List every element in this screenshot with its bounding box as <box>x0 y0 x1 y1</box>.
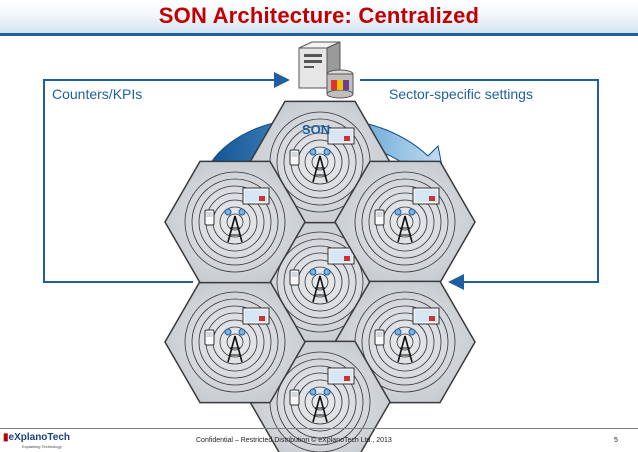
cell-tower-icon <box>394 328 416 363</box>
laptop-icon <box>412 187 440 205</box>
signal-ring <box>311 273 329 291</box>
signal-ring <box>276 358 364 446</box>
signal-ring <box>368 185 442 259</box>
counters-kpis-loop <box>43 72 290 283</box>
signal-ring <box>219 326 251 358</box>
signal-ring <box>304 386 336 418</box>
laptop-icon <box>327 127 355 145</box>
cell-tower-icon <box>224 328 246 363</box>
mobile-phone-icon <box>289 269 300 286</box>
signal-ring <box>191 178 279 266</box>
signal-ring <box>226 213 244 231</box>
signal-ring <box>184 171 286 273</box>
signal-ring <box>311 393 329 411</box>
mobile-phone-icon <box>204 209 215 226</box>
mobile-phone-icon <box>289 389 300 406</box>
cell-5 <box>164 280 306 404</box>
logo-tagline: Explaining Technology <box>22 444 62 449</box>
slide-title: SON Architecture: Centralized <box>158 3 480 28</box>
settings-loop <box>360 79 599 290</box>
signal-ring <box>361 298 449 386</box>
signal-ring <box>276 118 364 206</box>
signal-ring <box>191 298 279 386</box>
signal-ring <box>389 326 421 358</box>
sector-settings-label: Sector-specific settings <box>389 86 533 102</box>
title-bar <box>0 0 638 36</box>
signal-ring <box>361 178 449 266</box>
signal-ring <box>354 171 456 273</box>
signal-ring <box>198 305 272 379</box>
cell-tower-icon <box>309 388 331 423</box>
server-icon <box>298 41 354 99</box>
signal-ring <box>311 153 329 171</box>
cell-6 <box>164 160 306 284</box>
title-rule <box>0 33 638 36</box>
signal-ring <box>283 245 357 319</box>
cell-2 <box>334 160 476 284</box>
signal-ring <box>368 305 442 379</box>
mobile-phone-icon <box>374 329 385 346</box>
signal-ring <box>304 266 336 298</box>
logo-icon: ▮ <box>3 432 9 443</box>
signal-ring <box>283 125 357 199</box>
signal-ring <box>304 146 336 178</box>
cell-tower-icon <box>309 268 331 303</box>
laptop-icon <box>327 367 355 385</box>
mobile-phone-icon <box>204 329 215 346</box>
signal-ring <box>184 291 286 393</box>
signal-ring <box>396 213 414 231</box>
signal-ring <box>226 333 244 351</box>
cell-tower-icon <box>394 208 416 243</box>
signal-ring <box>283 365 357 439</box>
signal-ring <box>396 333 414 351</box>
mobile-phone-icon <box>289 149 300 166</box>
cell-tower-icon <box>224 208 246 243</box>
signal-ring <box>198 185 272 259</box>
cell-tower-icon <box>309 148 331 183</box>
laptop-icon <box>327 247 355 265</box>
footer-rule <box>0 428 638 429</box>
hexagon-cell <box>164 160 306 284</box>
laptop-icon <box>412 307 440 325</box>
signal-ring <box>219 206 251 238</box>
signal-ring <box>389 206 421 238</box>
page-number: 5 <box>614 437 618 444</box>
logo-text: eXplanoTech <box>8 432 71 443</box>
explanotech-logo: ▮eXplanoTech <box>3 432 70 443</box>
confidential-notice: Confidential – Restricted Distribution ©… <box>196 437 392 444</box>
son-label: SON <box>302 122 331 137</box>
counters-kpis-label: Counters/KPIs <box>52 86 143 102</box>
laptop-icon <box>242 187 270 205</box>
signal-ring <box>276 238 364 326</box>
mobile-phone-icon <box>374 209 385 226</box>
laptop-icon <box>242 307 270 325</box>
cell-grid <box>164 100 476 452</box>
